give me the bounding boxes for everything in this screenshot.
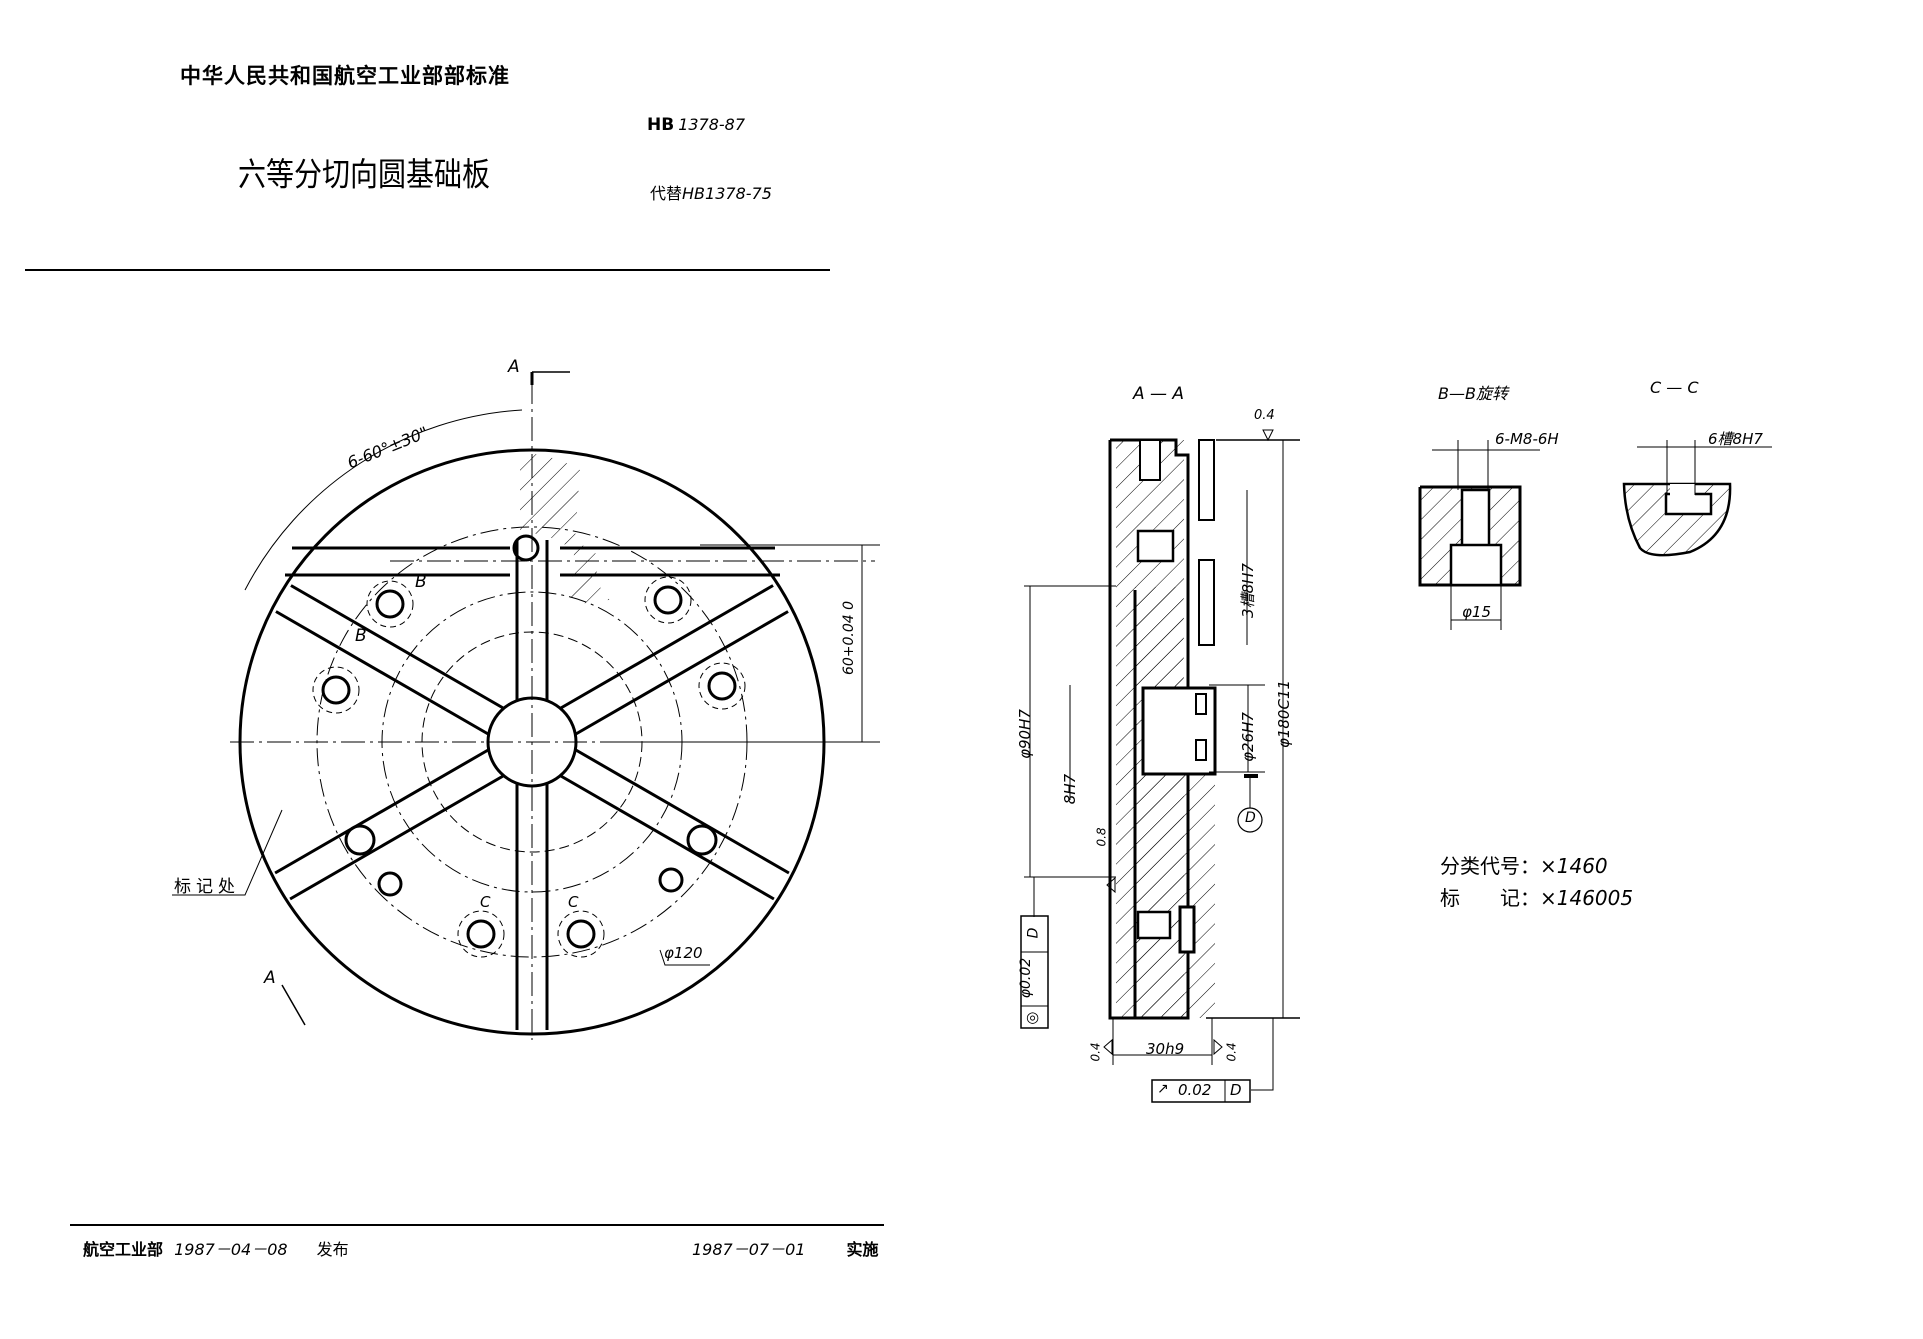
classification-code-label: 分类代号：	[1440, 854, 1540, 878]
classification-code-row: 分类代号：×1460	[1440, 850, 1633, 882]
classification-block: 分类代号：×1460 标 记：×146005	[1440, 850, 1633, 914]
document-title: 六等分切向圆基础板	[238, 155, 491, 194]
dim-slots: 3槽8H7	[1238, 563, 1257, 618]
section-mark-a-top: A	[508, 357, 520, 377]
marking-value: ×146005	[1540, 886, 1634, 910]
runout-value: 0.02	[1178, 1081, 1212, 1099]
concentricity-symbol: ◎	[1026, 1008, 1040, 1026]
header-rule	[25, 269, 830, 271]
runout-datum: D	[1230, 1081, 1242, 1099]
dim-keyway: 8H7	[1061, 773, 1080, 805]
roughness-right: 0.4	[1224, 1042, 1239, 1062]
height-dimension: 60+0.04 0	[841, 600, 858, 676]
detail-c-left-label: C	[480, 893, 491, 911]
roughness-bore: 0.8	[1094, 827, 1109, 847]
datum-d: D	[1245, 810, 1256, 826]
standard-number-value: 1378-87	[678, 115, 746, 134]
footer-issue: 航空工业部 1987－04－08 发布	[83, 1236, 349, 1260]
issue-label: 发布	[316, 1240, 349, 1259]
slot-spec: 6槽8H7	[1708, 430, 1763, 448]
runout-symbol: ↗	[1157, 1081, 1169, 1097]
standard-prefix: HB	[647, 115, 675, 135]
dim-thickness: 30h9	[1146, 1040, 1185, 1058]
section-bb-title: B—B旋转	[1438, 384, 1508, 403]
marking-location-label: 标记处	[174, 877, 240, 897]
pitch-circle-dimension: φ120	[664, 944, 703, 962]
footer-effective: 1987－07－01 实施	[692, 1236, 879, 1260]
front-view	[172, 371, 880, 1040]
section-cc-title: C — C	[1650, 378, 1699, 397]
replaces-standard: 代替HB1378-75	[650, 180, 772, 204]
section-aa-view	[1020, 429, 1300, 1103]
counterbore-dim: φ15	[1462, 603, 1491, 621]
concentricity-datum: D	[1025, 927, 1042, 939]
marking-row: 标 记：×146005	[1440, 882, 1633, 914]
effective-date: 1987－07－01	[692, 1240, 806, 1259]
detail-c-right-label: C	[568, 893, 579, 911]
thread-spec: 6-M8-6H	[1495, 430, 1559, 448]
dim-bore-small: φ26H7	[1238, 712, 1257, 762]
replaces-label: 代替	[650, 184, 683, 203]
section-bb-view	[1418, 440, 1540, 630]
issuing-organization: 中华人民共和国航空工业部部标准	[180, 64, 510, 88]
roughness-left: 0.4	[1088, 1042, 1103, 1062]
replaces-number: HB1378-75	[682, 184, 772, 203]
detail-b-lower-label: B	[355, 626, 367, 646]
concentricity-value: φ0.02	[1018, 957, 1035, 999]
dim-outer-diameter: φ180C11	[1275, 679, 1294, 749]
section-mark-a-bottom: A	[264, 968, 276, 988]
roughness-top: 0.4	[1254, 408, 1275, 423]
classification-code-value: ×1460	[1540, 854, 1608, 878]
section-aa-title: A — A	[1133, 384, 1185, 404]
issuer: 航空工业部	[83, 1240, 164, 1259]
dim-bore-large: φ90H7	[1015, 709, 1034, 759]
section-cc-view	[1622, 440, 1772, 557]
marking-label: 标 记：	[1440, 886, 1540, 910]
issue-date: 1987－04－08	[174, 1240, 288, 1259]
effective-label: 实施	[846, 1240, 879, 1259]
detail-b-upper-label: B	[415, 572, 427, 592]
